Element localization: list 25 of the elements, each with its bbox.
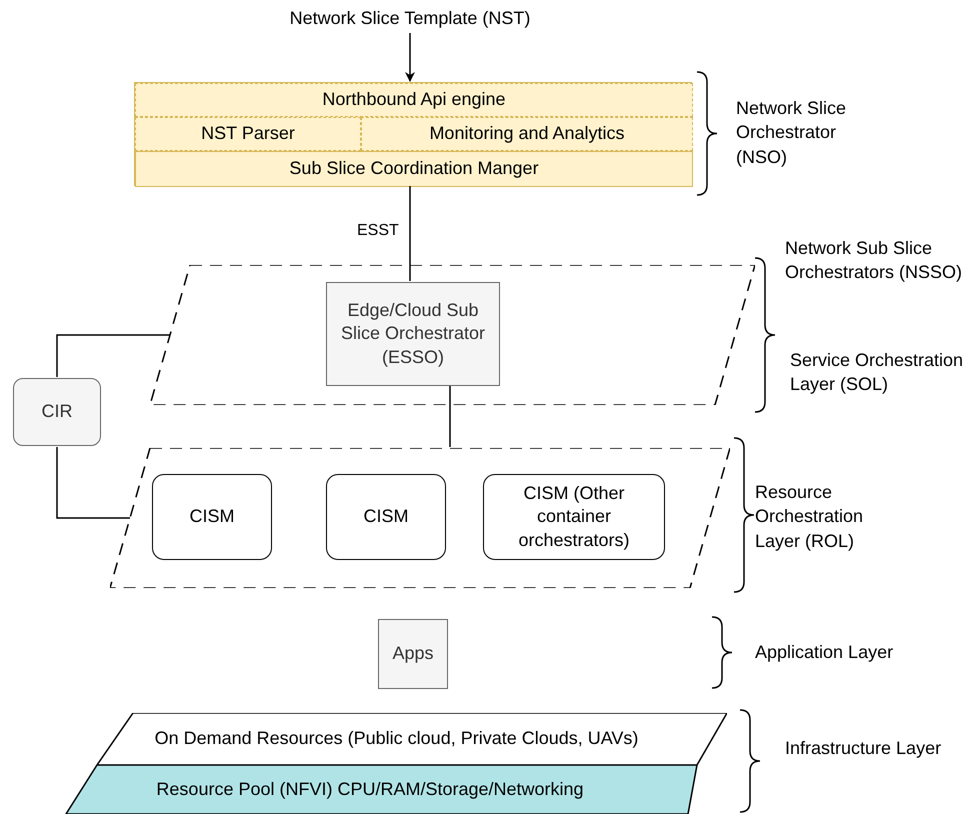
layer-label: Application Layer xyxy=(755,641,894,664)
repository-box: CIR xyxy=(13,378,101,446)
process-box: CISM xyxy=(326,474,446,560)
layer-label: Resource Orchestration Layer (ROL) xyxy=(755,481,864,553)
process-box: CISM (Other container orchestrators) xyxy=(483,474,665,560)
layer-label: Service Orchestration Layer (SOL) xyxy=(790,349,964,396)
connector-line xyxy=(56,334,170,377)
layer-label: Network Sub Slice Orchestrators (NSSO) xyxy=(785,237,964,284)
orchestrator-panel xyxy=(134,82,692,186)
layer-label: Network Slice Orchestrator (NSO) xyxy=(736,97,848,169)
module-box: Northbound Api engine xyxy=(135,83,693,117)
module-box: NST Parser xyxy=(135,117,361,151)
connector-line xyxy=(409,186,411,281)
layer-parallelogram xyxy=(110,448,730,588)
connector-line xyxy=(56,447,130,519)
connector-line xyxy=(449,386,451,447)
layer-label: Infrastructure Layer xyxy=(785,737,942,760)
process-box: Edge/Cloud Sub Slice Orchestrator (ESSO) xyxy=(326,282,500,386)
process-box: Apps xyxy=(378,619,448,689)
module-box: Monitoring and Analytics xyxy=(361,117,693,151)
title-text: Network Slice Template (NST) xyxy=(260,5,560,33)
layer-parallelogram xyxy=(150,265,755,405)
process-box: CISM xyxy=(152,474,272,560)
module-box: Sub Slice Coordination Manger xyxy=(135,151,693,187)
arrow xyxy=(405,33,415,82)
